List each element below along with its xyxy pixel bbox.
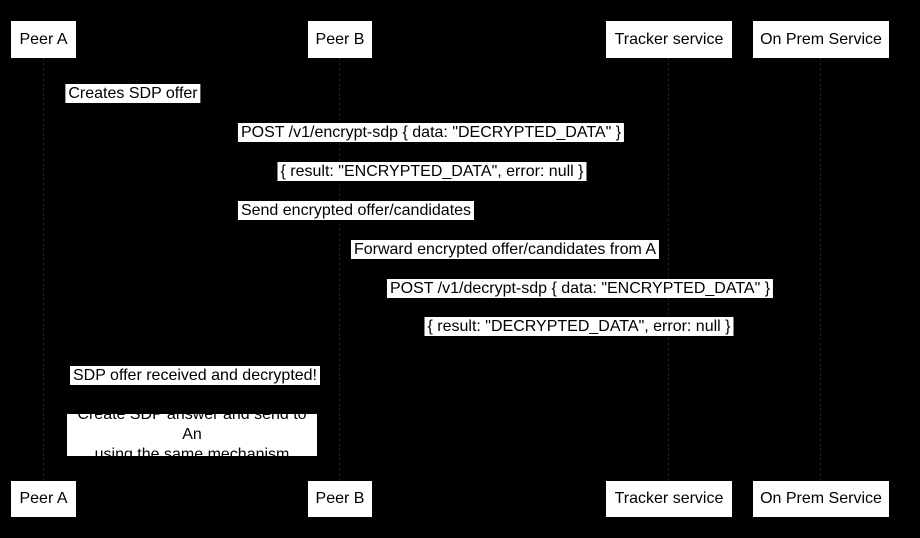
lifeline-peer-b: [339, 58, 340, 481]
actor-label-peer-b: Peer B: [315, 490, 365, 507]
actor-box-peer-b-top: Peer B: [308, 21, 372, 58]
message-label-creates-sdp-offer: Creates SDP offer: [65, 84, 201, 103]
actor-box-tracker-service-bottom: Tracker service: [606, 481, 732, 517]
actor-box-peer-a-bottom: Peer A: [11, 481, 76, 517]
note-line-2: using the same mechanism: [94, 446, 290, 463]
actor-label-tracker-service: Tracker service: [614, 490, 724, 507]
actor-box-peer-b-bottom: Peer B: [308, 481, 372, 517]
actor-box-on-prem-service-bottom: On Prem Service: [753, 481, 889, 517]
lifeline-tracker-service: [668, 58, 669, 481]
message-label-sdp-offer-received: SDP offer received and decrypted!: [70, 366, 320, 385]
actor-box-tracker-service-top: Tracker service: [606, 21, 732, 58]
actor-box-on-prem-service-top: On Prem Service: [753, 21, 889, 58]
lifeline-on-prem-service: [820, 58, 821, 481]
actor-label-on-prem-service: On Prem Service: [760, 490, 882, 507]
message-arrow-self-creates-offer: [44, 105, 84, 106]
actor-label-on-prem-service: On Prem Service: [760, 30, 882, 48]
message-arrow-encrypt-request: [44, 145, 821, 146]
message-arrow-decrypt-request: [340, 301, 821, 302]
note-create-sdp-answer: Create SDP answer and send to An using t…: [67, 406, 317, 463]
message-arrow-send-encrypted: [44, 223, 669, 224]
message-label-decrypt-sdp-request: POST /v1/decrypt-sdp { data: "ENCRYPTED_…: [386, 279, 774, 298]
message-arrow-encrypt-reply: [44, 184, 821, 185]
actor-label-peer-a: Peer A: [19, 30, 68, 48]
message-label-decrypt-sdp-reply: { result: "DECRYPTED_DATA", error: null …: [424, 317, 734, 336]
message-label-encrypt-sdp-reply: { result: "ENCRYPTED_DATA", error: null …: [277, 162, 587, 181]
message-arrow-decrypt-reply: [340, 340, 821, 341]
lifeline-peer-a: [43, 58, 44, 481]
note-line-1: Create SDP answer and send to An: [77, 406, 307, 443]
message-label-send-encrypted-offer: Send encrypted offer/candidates: [237, 201, 475, 220]
actor-label-peer-a: Peer A: [19, 490, 68, 507]
message-arrow-offer-received: [44, 389, 340, 390]
message-arrow-forward-encrypted: [340, 262, 669, 263]
actor-label-peer-b: Peer B: [315, 30, 365, 48]
actor-box-peer-a-top: Peer A: [11, 21, 76, 58]
actor-label-tracker-service: Tracker service: [614, 30, 724, 48]
message-label-forward-encrypted-offer: Forward encrypted offer/candidates from …: [350, 240, 660, 259]
message-label-encrypt-sdp-request: POST /v1/encrypt-sdp { data: "DECRYPTED_…: [237, 123, 625, 142]
